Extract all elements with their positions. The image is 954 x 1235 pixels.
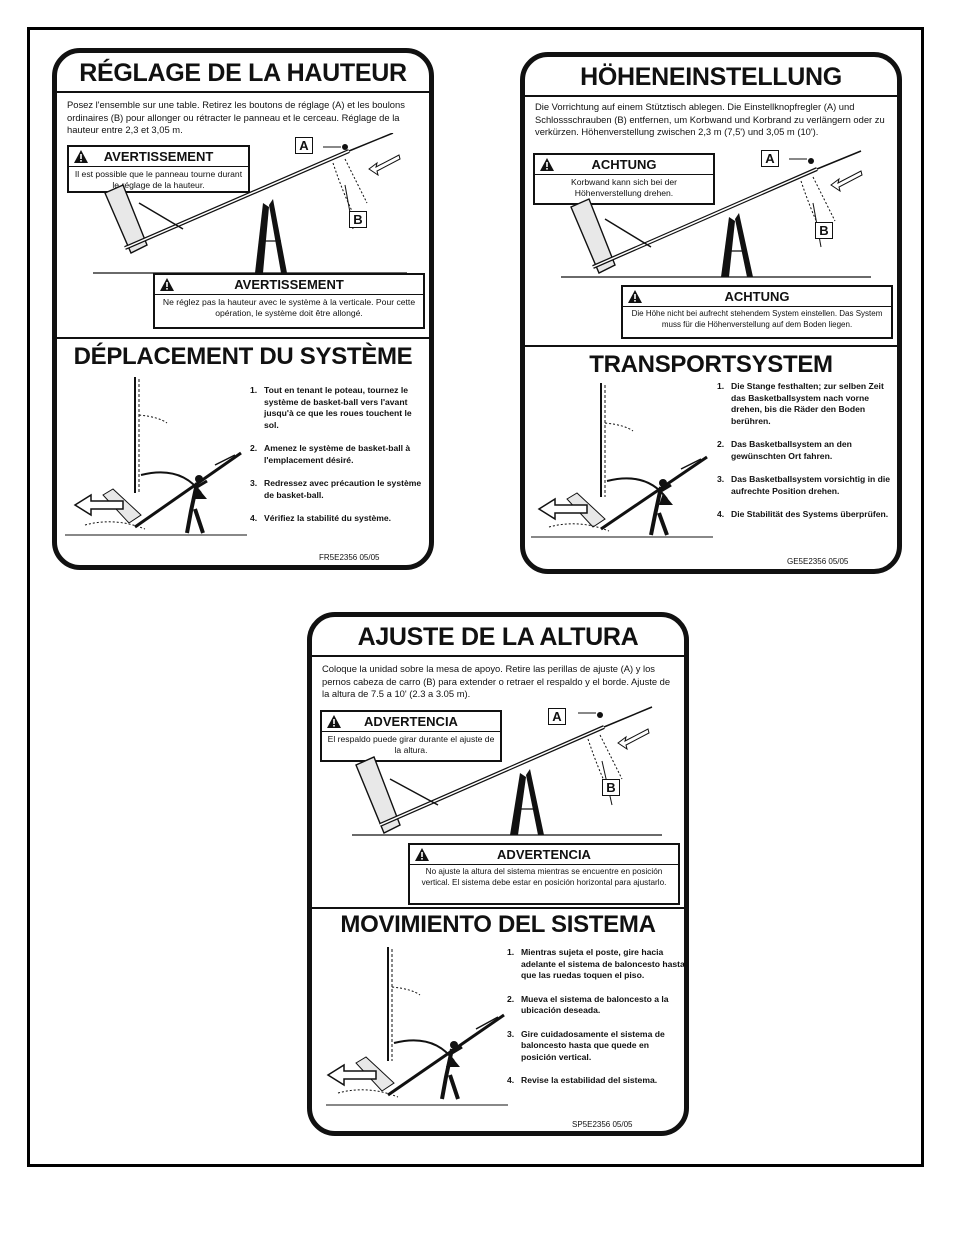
divider (525, 345, 897, 347)
step-item: 4.Vérifiez la stabilité du système. (250, 513, 392, 523)
step-list: 1.Tout en tenant le poteau, tournez le s… (250, 385, 428, 537)
warning-text: El respaldo puede girar durante el ajust… (327, 734, 495, 755)
height-adjustment-illustration (561, 150, 871, 278)
warning-title: ADVERTENCIA (497, 847, 591, 862)
intro-text: Die Vorrichtung auf einem Stütztisch abl… (535, 101, 885, 137)
divider (57, 337, 429, 339)
height-adjustment-illustration (352, 706, 662, 836)
divider (312, 655, 684, 657)
warning-box-panel-rotation: AVERTISSEMENT Il est possible que le pan… (67, 145, 250, 193)
section-title: TRANSPORTSYSTEM (589, 351, 833, 378)
tag-b: B (349, 211, 367, 228)
warning-triangle-icon (628, 290, 642, 303)
label-spanish: AJUSTE DE LA ALTURA Coloque la unidad so… (307, 612, 689, 1136)
label-german: HÖHENEINSTELLUNG Die Vorrichtung auf ein… (520, 52, 902, 574)
warning-title: ADVERTENCIA (364, 714, 458, 729)
label-title: RÉGLAGE DE LA HAUTEUR (79, 59, 407, 87)
label-code: GE5E2356 05/05 (787, 557, 849, 566)
height-adjustment-illustration (93, 133, 407, 274)
step-list: 1.Mientras sujeta el poste, gire hacia a… (507, 947, 685, 1099)
tag-b: B (815, 222, 833, 239)
step-item: 4.Revise la estabilidad del sistema. (507, 1075, 658, 1085)
step-item: 4.Die Stabilität des Systems überprüfen. (717, 509, 889, 519)
warning-text: Die Höhe nicht bei aufrecht stehendem Sy… (631, 309, 883, 329)
warning-title: AVERTISSEMENT (103, 149, 214, 164)
warning-box-vertical-adjust: ADVERTENCIA No ajuste la altura del sist… (408, 843, 680, 905)
warning-box-backboard-rotation: ADVERTENCIA El respaldo puede girar dura… (320, 710, 502, 762)
intro-text: Coloque la unidad sobre la mesa de apoyo… (322, 663, 671, 699)
label-french: RÉGLAGE DE LA HAUTEUR Posez l'ensemble s… (52, 48, 434, 570)
step-item: 3.Gire cuidadosamente el sistema de balo… (507, 1028, 665, 1062)
step-item: 3.Das Basketballsystem vorsichtig in die… (717, 474, 891, 496)
tag-a: A (295, 137, 313, 154)
tag-a: A (761, 150, 779, 167)
moving-system-illustration (326, 947, 508, 1106)
warning-box-backboard-rotation: ACHTUNG Korbwand kann sich bei der Höhen… (533, 153, 715, 205)
warning-box-vertical-adjust: AVERTISSEMENT Ne réglez pas la hauteur a… (153, 273, 425, 329)
step-item: 2.Das Basketballsystem an den gewünschte… (717, 439, 852, 461)
warning-title: ACHTUNG (591, 157, 657, 172)
warning-box-vertical-adjust: ACHTUNG Die Höhe nicht bei aufrecht steh… (621, 285, 893, 339)
step-item: 2.Mueva el sistema de baloncesto a la ub… (507, 993, 669, 1016)
moving-system-illustration (65, 377, 247, 536)
section-title: DÉPLACEMENT DU SYSTÈME (73, 343, 413, 370)
warning-triangle-icon (74, 150, 88, 163)
step-item: 1.Mientras sujeta el poste, gire hacia a… (507, 947, 685, 980)
page-frame (27, 27, 924, 1167)
tag-b: B (602, 779, 620, 796)
tag-a: A (548, 708, 566, 725)
label-code: FR5E2356 05/05 (319, 553, 380, 562)
warning-triangle-icon (160, 278, 174, 291)
warning-title: AVERTISSEMENT (234, 277, 344, 292)
step-item: 3.Redressez avec précaution le système d… (250, 478, 422, 500)
step-item: 2.Amenez le système de basket-ball à l'e… (250, 443, 411, 465)
divider (57, 91, 429, 93)
divider (525, 95, 897, 97)
step-item: 1.Die Stange festhalten; zur selben Zeit… (717, 381, 884, 426)
section-title: MOVIMIENTO DEL SISTEMA (340, 911, 656, 938)
moving-system-illustration (531, 383, 713, 538)
warning-triangle-icon (327, 715, 341, 728)
label-title: HÖHENEINSTELLUNG (580, 63, 842, 91)
divider (312, 907, 684, 909)
warning-text: Korbwand kann sich bei der Höhenverstell… (570, 177, 678, 198)
label-code: SP5E2356 05/05 (572, 1120, 633, 1129)
warning-text: Ne réglez pas la hauteur avec le système… (162, 297, 416, 318)
step-list: 1.Die Stange festhalten; zur selben Zeit… (717, 381, 895, 533)
warning-title: ACHTUNG (724, 289, 790, 304)
warning-triangle-icon (415, 848, 429, 861)
step-item: 1.Tout en tenant le poteau, tournez le s… (250, 385, 412, 430)
warning-triangle-icon (540, 158, 554, 171)
warning-text: Il est possible que le panneau tourne du… (74, 169, 243, 190)
intro-text: Posez l'ensemble sur une table. Retirez … (67, 99, 405, 135)
warning-text: No ajuste la altura del sistema mientras… (421, 867, 667, 887)
label-title: AJUSTE DE LA ALTURA (357, 623, 639, 651)
